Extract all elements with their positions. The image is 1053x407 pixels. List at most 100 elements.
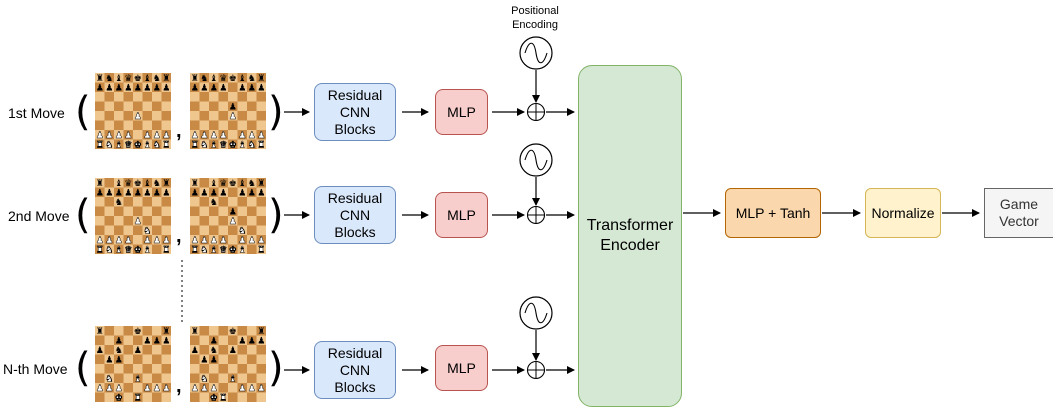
board-square [228, 206, 238, 217]
chess-piece-icon: ♟ [200, 83, 208, 93]
board-square [161, 354, 172, 365]
board-square [152, 73, 162, 83]
chess-piece-icon: ♟ [96, 188, 104, 198]
board-square [123, 92, 134, 102]
board-square [123, 111, 134, 121]
board-square [218, 139, 229, 150]
board-square [104, 383, 115, 393]
board-square [190, 120, 200, 131]
board-square [237, 82, 248, 93]
chess-piece-icon: ♞ [115, 198, 123, 208]
chess-piece-icon: ♜ [191, 245, 199, 254]
sine-wave-icon-3 [524, 302, 548, 324]
board-square [114, 101, 124, 112]
chess-piece-icon: ♞ [200, 245, 208, 254]
board-square [218, 82, 229, 93]
chess-piece-icon: ♟ [105, 83, 113, 93]
board-square [114, 82, 124, 93]
board-square [133, 82, 143, 93]
chess-piece-icon: ♟ [162, 188, 170, 198]
board-square [161, 197, 172, 207]
board-square [142, 187, 153, 198]
board-square [218, 187, 229, 198]
open-paren-3: ( [75, 345, 91, 391]
board-square [152, 244, 162, 255]
board-square [161, 216, 172, 226]
board-square [142, 101, 153, 112]
chess-piece-icon: ♜ [96, 327, 104, 337]
board-square [256, 392, 267, 403]
chess-piece-icon: ♜ [96, 179, 104, 189]
board-square [256, 354, 267, 365]
board-square [237, 345, 248, 355]
board-square [199, 73, 210, 83]
board-square [95, 225, 105, 236]
chess-piece-icon: ♛ [124, 179, 132, 189]
board-square [152, 197, 162, 207]
chess-piece-icon: ♚ [229, 245, 237, 254]
chess-piece-icon: ♟ [134, 83, 142, 93]
chess-piece-icon: ♟ [143, 83, 151, 93]
board-square [133, 326, 143, 336]
board-square [142, 197, 153, 207]
board-square [161, 206, 172, 217]
chess-piece-icon: ♝ [238, 140, 246, 149]
board-square [142, 216, 153, 226]
board-square [95, 373, 105, 384]
chess-piece-icon: ♟ [210, 131, 218, 141]
chess-piece-icon: ♜ [191, 140, 199, 149]
board-square [123, 326, 134, 336]
board-square [237, 216, 248, 226]
board-square [95, 139, 105, 150]
board-square [209, 82, 219, 93]
board-square [199, 235, 210, 245]
board-square [237, 111, 248, 121]
board-square [209, 364, 219, 374]
chess-piece-icon: ♟ [248, 336, 256, 346]
board-square [114, 139, 124, 150]
chess-piece-icon: ♝ [210, 140, 218, 149]
positional-encoding-label: Positional Encoding [511, 5, 559, 31]
board-square [114, 206, 124, 217]
board-square [104, 130, 115, 140]
chess-piece-icon: ♟ [115, 384, 123, 394]
mlp-tanh: MLP + Tanh [725, 188, 821, 238]
board-square [199, 216, 210, 226]
board-square [199, 326, 210, 336]
chess-piece-icon: ♛ [124, 74, 132, 84]
chess-piece-icon: ♝ [143, 140, 151, 149]
board-square [123, 392, 134, 403]
board-square [190, 345, 200, 355]
board-square [218, 178, 229, 188]
chess-piece-icon: ♟ [134, 217, 142, 227]
board-square [247, 111, 257, 121]
chess-piece-icon: ♞ [200, 140, 208, 149]
board-square [218, 383, 229, 393]
board-square [95, 335, 105, 346]
board-square [228, 244, 238, 255]
board-square [237, 206, 248, 217]
board-square [209, 354, 219, 365]
board-square [228, 130, 238, 140]
board-square [142, 73, 153, 83]
board-square [237, 326, 248, 336]
board-square [152, 101, 162, 112]
sine-wave-icon-1 [524, 42, 548, 64]
chess-piece-icon: ♜ [162, 327, 170, 337]
chess-piece-icon: ♟ [238, 336, 246, 346]
chess-piece-icon: ♟ [229, 112, 237, 122]
board-square [199, 82, 210, 93]
board-square [161, 130, 172, 140]
board-square [161, 120, 172, 131]
board-square [199, 225, 210, 236]
chess-piece-icon: ♞ [210, 346, 218, 356]
chess-piece-icon: ♟ [219, 83, 227, 93]
game-vector: Game Vector [984, 188, 1053, 238]
board-square [161, 345, 172, 355]
board-square [256, 326, 267, 336]
chess-piece-icon: ♜ [191, 327, 199, 337]
board-square [114, 111, 124, 121]
chess-piece-icon: ♝ [238, 74, 246, 84]
board-square [123, 373, 134, 384]
board-square [133, 392, 143, 403]
